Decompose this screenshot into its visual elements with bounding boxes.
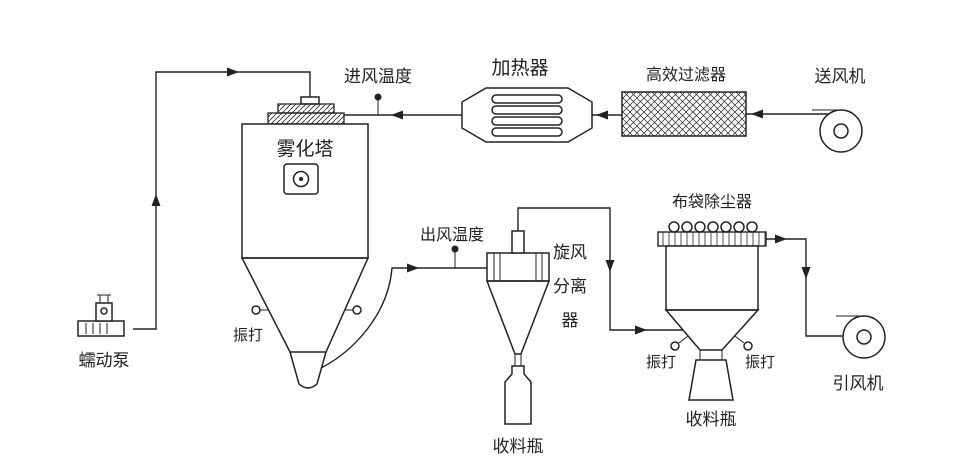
inlet-air-temperature-label: 进风温度 [344, 67, 412, 86]
induced-draft-fan-label: 引风机 [833, 374, 884, 393]
bag-rapper-left-label: 振打 [646, 354, 676, 371]
feed-pipe [133, 67, 311, 330]
cyclone-label-line1: 旋风 [553, 243, 587, 262]
tower-rapper-knob-right [345, 305, 362, 315]
bag-bottle-label: 收料瓶 [686, 410, 737, 429]
bag-rapper-knob-right [734, 335, 753, 351]
filter-to-heater-pipe [592, 110, 622, 120]
bag-filter-body [665, 245, 759, 311]
atomizer-upper [277, 103, 335, 114]
cyclone-cone [485, 280, 551, 355]
outlet-temperature-probe-icon [451, 245, 459, 268]
bag-dust-collector-label: 布袋除尘器 [672, 193, 752, 211]
bag-to-fan-pipe [766, 234, 843, 337]
heating-element [491, 127, 563, 137]
atomization-tower [240, 96, 370, 389]
bag-rapper-right-label: 振打 [745, 354, 775, 371]
tower-rapper-knob-left [251, 305, 268, 315]
cyclone-bottle-label: 收料瓶 [493, 437, 544, 456]
cyclone-separator [485, 230, 551, 425]
fan-to-filter-pipe [746, 109, 829, 119]
tower-outlet-flask [289, 351, 327, 389]
induced-draft-fan [836, 315, 886, 359]
atomizer-cap [300, 96, 320, 105]
flow-arrow-right-icon [227, 67, 239, 77]
flow-arrow-down-icon [801, 267, 811, 279]
flow-arrow-left-icon [596, 110, 608, 120]
cyclone-to-bag-pipe [517, 207, 683, 335]
supply-fan [812, 109, 863, 153]
atomizer-lower [267, 112, 345, 125]
flow-arrow-left-icon [751, 109, 763, 119]
bag-dust-collector [657, 221, 767, 401]
cyclone-label-line3: 器 [562, 311, 579, 330]
bag-rapper-knob-left [670, 335, 689, 351]
flow-arrow-up-icon [151, 194, 161, 206]
cyclone-label-line2: 分离 [553, 277, 587, 296]
hepa-filter-label: 高效过滤器 [646, 66, 726, 84]
heater [461, 87, 593, 143]
flow-arrow-right-icon [635, 325, 647, 335]
cyclone-inlet-box [486, 252, 550, 282]
inspection-window [283, 163, 319, 195]
tower-rapper-label: 振打 [233, 327, 263, 344]
supply-fan-label: 送风机 [815, 67, 866, 86]
bag-collection-bottle [688, 359, 734, 401]
cyclone-vortex-tube [511, 230, 525, 254]
atomization-tower-label: 雾化塔 [276, 138, 333, 160]
heating-element [491, 116, 563, 126]
flow-arrow-right-icon [407, 263, 419, 273]
inlet-air-pipe [344, 93, 462, 120]
hepa-filter [621, 91, 747, 137]
cyclone-collection-bottle [504, 365, 532, 425]
inlet-temperature-probe-icon [374, 93, 382, 115]
flow-arrow-right-icon [775, 234, 787, 244]
bag-filter-lid [657, 231, 767, 247]
flow-arrow-left-icon [391, 110, 403, 120]
peristaltic-pump-label: 蠕动泵 [79, 351, 130, 370]
tower-to-cyclone-pipe [320, 245, 487, 369]
peristaltic-pump [77, 294, 125, 337]
heater-label: 加热器 [491, 57, 548, 79]
outlet-air-temperature-label: 出风温度 [420, 226, 484, 244]
heating-element [491, 105, 563, 115]
flow-arrow-down-icon [605, 260, 615, 272]
heating-element [491, 94, 563, 104]
